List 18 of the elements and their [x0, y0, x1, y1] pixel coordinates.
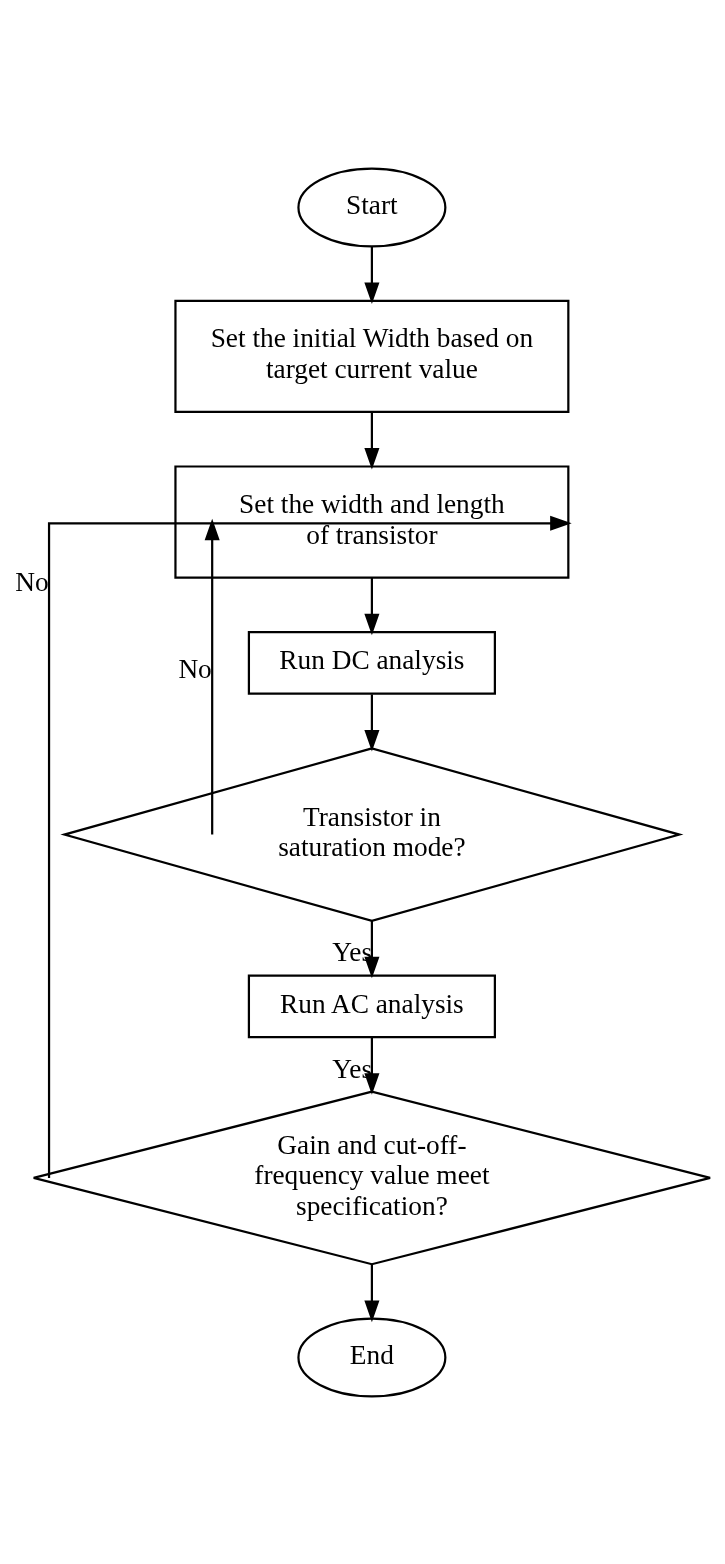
arrow	[364, 920, 380, 978]
node-ellipse: Start	[297, 167, 447, 247]
edge-label: No	[15, 566, 49, 597]
arrow	[364, 693, 380, 752]
arrow	[364, 577, 380, 635]
node-diamond: Transistor in saturation mode?	[60, 746, 684, 922]
arrow	[204, 518, 220, 835]
edge-label: No	[178, 653, 212, 684]
node-box: Run AC analysis	[247, 973, 496, 1038]
arrow	[364, 1037, 380, 1095]
arrow	[364, 246, 380, 304]
node-box: Run DC analysis	[247, 630, 496, 695]
node-ellipse: End	[297, 1317, 447, 1397]
arrow	[364, 1264, 380, 1322]
arrow	[47, 515, 572, 1178]
node-diamond: Gain and cut-off-frequency value meet specification?	[32, 1090, 712, 1265]
node-box: Set the initial Width based on target current value	[174, 299, 570, 413]
arrow	[364, 411, 380, 470]
